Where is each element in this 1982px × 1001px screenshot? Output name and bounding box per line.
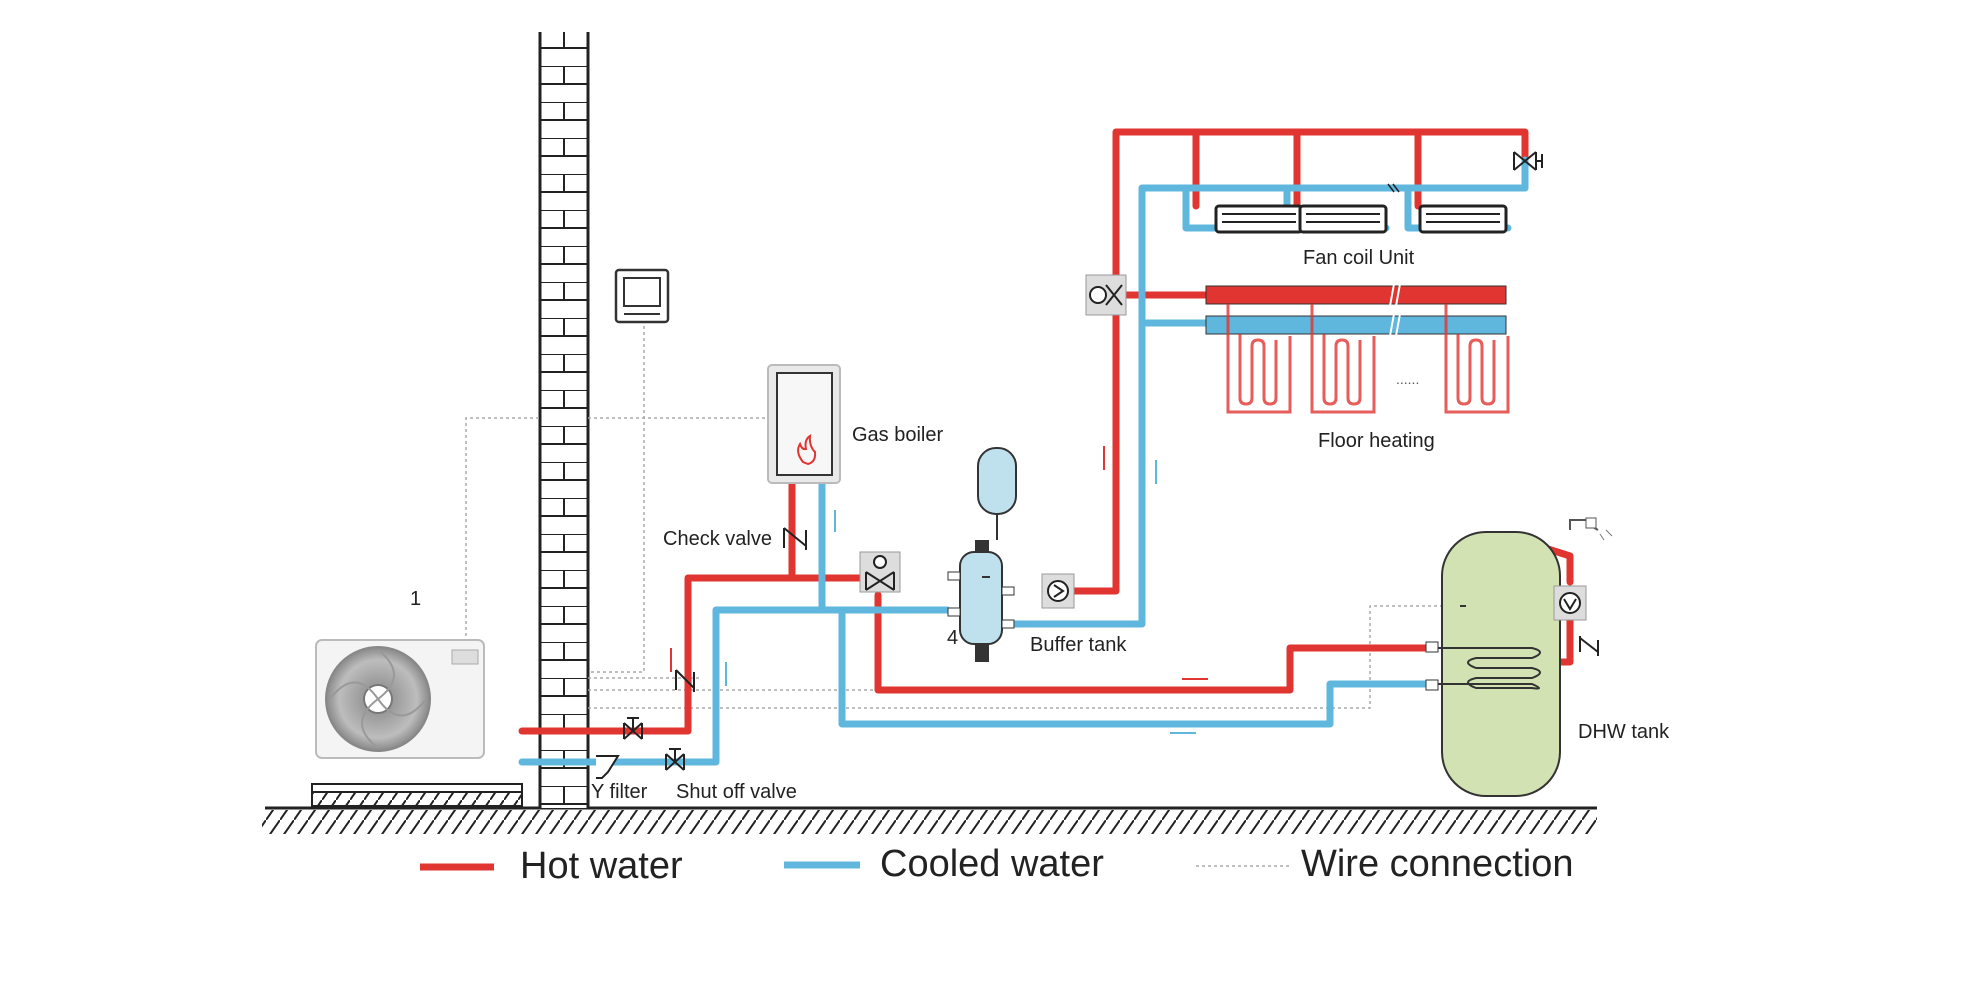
mixing-valve-icon [1085, 274, 1127, 316]
legend-hot-water: Hot water [520, 845, 683, 887]
underfloor-loop-3 [1444, 304, 1510, 414]
check-valve-icon [783, 527, 807, 550]
ground [262, 806, 1597, 834]
circulation-pump-icon [1041, 573, 1075, 609]
fan-coil-unit-2 [1298, 204, 1388, 234]
legend-cooled-water: Cooled water [880, 843, 1104, 885]
label-dhw-tank: DHW tank [1578, 721, 1670, 743]
label-fan-coil-unit: Fan coil Unit [1303, 247, 1415, 269]
shut-off-valve-hot-icon [623, 717, 643, 740]
wire-connections [465, 326, 1458, 709]
fan-coil-unit-3 [1418, 204, 1508, 234]
gas-boiler-icon [767, 364, 841, 484]
underfloor-loop-2 [1310, 304, 1376, 414]
faucet-icon [1569, 517, 1613, 541]
label-number-1: 1 [410, 588, 421, 610]
floor-heating-manifold [1205, 283, 1507, 337]
label-y-filter: Y filter [591, 781, 648, 803]
label-shut-off-valve: Shut off valve [676, 781, 797, 803]
air-vent-icon [1513, 151, 1543, 171]
buffer-tank-icon [947, 540, 1015, 662]
label-number-4: 4 [947, 627, 958, 649]
y-filter-icon [596, 755, 620, 779]
shut-off-valve-icon [665, 748, 685, 771]
underfloor-loop-1 [1226, 304, 1292, 414]
label-gas-boiler: Gas boiler [852, 424, 943, 446]
legend-wire-connection: Wire connection [1301, 843, 1573, 885]
dhw-pump-icon [1553, 585, 1587, 621]
label-floor-heating: Floor heating [1318, 430, 1435, 452]
dhw-tank-icon [1425, 531, 1561, 797]
label-check-valve: Check valve [663, 528, 772, 550]
check-valve-lower-icon [675, 669, 695, 692]
thermostat-icon [614, 268, 670, 324]
heat-pump-outdoor-unit [311, 639, 523, 807]
fan-coil-unit-1 [1214, 204, 1304, 234]
flame-icon [797, 433, 817, 466]
three-way-valve-icon [859, 551, 901, 593]
expansion-vessel-icon [977, 447, 1017, 540]
label-buffer-tank: Buffer tank [1030, 634, 1127, 656]
legend: Hot water Cooled water Wire connection [420, 843, 1573, 887]
label-ellipsis: ...... [1396, 371, 1419, 387]
hot-water-pipes [518, 128, 1574, 735]
dhw-check-valve-icon [1579, 636, 1599, 656]
brick-wall [538, 32, 590, 808]
